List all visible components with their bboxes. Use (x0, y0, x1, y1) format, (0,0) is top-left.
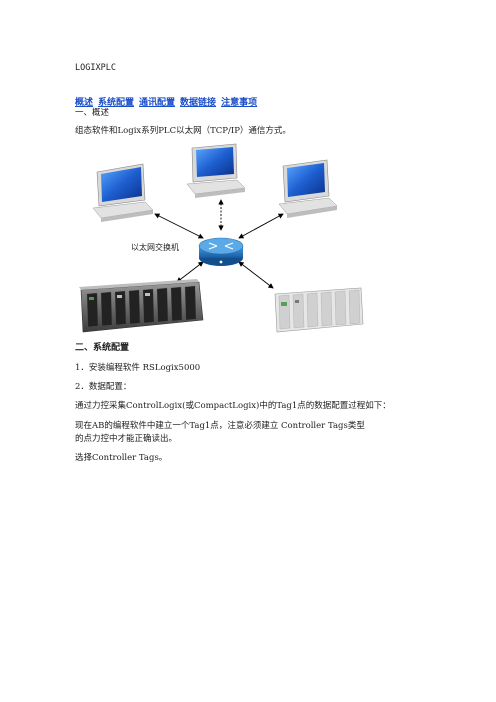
paragraph-tag1-config: 通过力控采集ControlLogix(或CompactLogix)中的Tag1点… (75, 401, 391, 411)
computer-middle-icon (186, 143, 246, 198)
computer-right-icon (278, 159, 338, 218)
network-diagram: 以太网交换机 (79, 143, 364, 333)
link-right-computer (238, 213, 284, 239)
section2-heading: 二、系统配置 (75, 343, 130, 353)
link-right-plc (238, 261, 274, 289)
ethernet-switch-icon (198, 237, 244, 266)
paragraph-create-tag-line1: 现在AB的编程软件中建立一个Tag1点，注意必须建立 Controller Ta… (75, 421, 365, 431)
item-install-software: 1．安装编程软件 RSLogix5000 (75, 363, 201, 373)
nav-link-data-link[interactable]: 数据链接 (180, 98, 217, 108)
paragraph-create-tag-line2: 的点力控中才能正确读出。 (75, 434, 178, 444)
item-data-config: 2．数据配置： (75, 382, 132, 392)
plc-controllogix-icon (79, 279, 204, 333)
section1-text: 组态软件和Logix系列PLC以太网（TCP/IP）通信方式。 (75, 126, 291, 136)
computer-left-icon (92, 163, 154, 222)
link-left-plc (176, 261, 204, 283)
paragraph-select-controller-tags: 选择Controller Tags。 (75, 453, 168, 463)
document-title: LOGIXPLC (75, 63, 116, 73)
nav-link-system-config[interactable]: 系统配置 (98, 98, 135, 108)
nav-link-overview[interactable]: 概述 (75, 98, 94, 108)
switch-label: 以太网交换机 (131, 242, 179, 252)
nav-links: 概述系统配置通讯配置数据链接注意事项 (75, 95, 262, 108)
nav-link-notes[interactable]: 注意事项 (221, 98, 258, 108)
section1-heading: 一、概述 (75, 108, 110, 118)
link-left-computer (154, 213, 204, 239)
plc-compactlogix-icon (274, 287, 364, 333)
nav-link-comm-config[interactable]: 通讯配置 (139, 98, 176, 108)
